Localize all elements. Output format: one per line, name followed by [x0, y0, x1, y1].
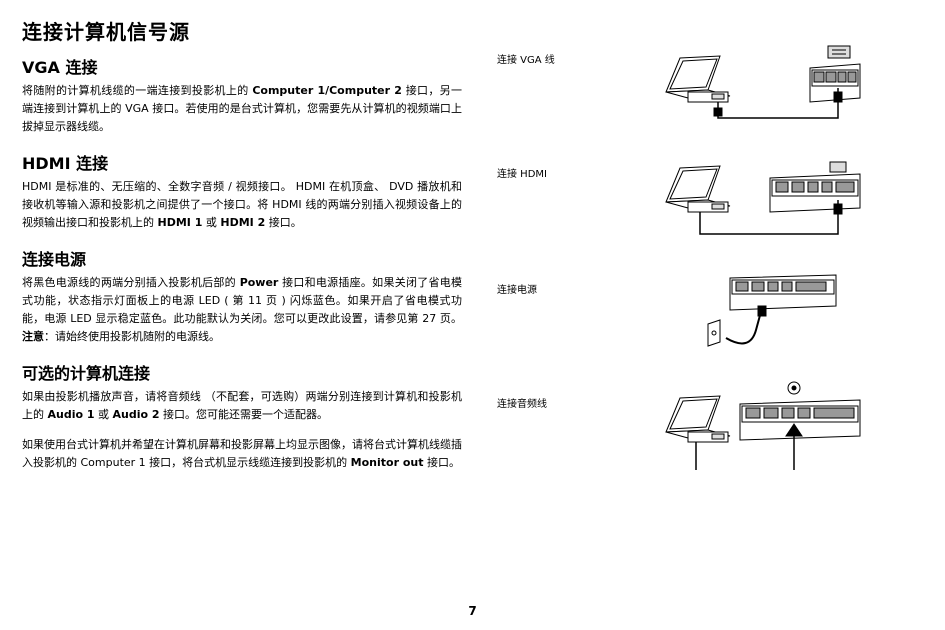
vga-connector-icon: [827, 45, 851, 59]
section-hdmi: HDMI 连接 HDMI 是标准的、无压缩的、全数字音频 / 视频接口。 HDM…: [22, 154, 462, 232]
text-run: ：请始终使用投影机随附的电源线。: [44, 330, 220, 343]
paragraph-hdmi: HDMI 是标准的、无压缩的、全数字音频 / 视频接口。 HDMI 在机顶盒、 …: [22, 178, 462, 232]
laptop-icon: [665, 55, 731, 103]
section-title-power: 连接电源: [22, 250, 87, 269]
text-run: 接口。: [265, 216, 302, 229]
section-title-optional: 可选的计算机连接: [22, 364, 151, 383]
text-run: 将黑色电源线的两端分别插入投影机后部的: [22, 276, 240, 289]
power-connection-illustration: [707, 274, 837, 347]
figure-label-audio: 连接音频线: [497, 399, 547, 410]
text-run: 如果由投影机播放声音，请将音频线 （不配套，可选购）两端分别连接到计算机和投影机…: [22, 390, 462, 421]
page-title: 连接计算机信号源: [22, 20, 190, 44]
section-title-vga: VGA 连接: [22, 58, 98, 77]
section-vga: VGA 连接 将随附的计算机线缆的一端连接到投影机上的 Computer 1/C…: [22, 58, 462, 136]
bold-term: HDMI 1: [157, 216, 203, 229]
page-number: 7: [468, 604, 477, 618]
bold-term: Audio 1: [47, 408, 95, 421]
section-title-hdmi: HDMI 连接: [22, 154, 109, 173]
text-run: 或: [202, 216, 221, 229]
main-text-column: VGA 连接 将随附的计算机线缆的一端连接到投影机上的 Computer 1/C…: [22, 58, 462, 490]
projector-icon: [729, 274, 837, 311]
bold-term: Computer 1/Computer 2: [252, 84, 402, 97]
vga-connection-illustration: [665, 45, 861, 119]
paragraph-power: 将黑色电源线的两端分别插入投影机后部的 Power 接口和电源插座。如果关闭了省…: [22, 274, 462, 346]
paragraph-monitor-out: 如果使用台式计算机并希望在计算机屏幕和投影屏幕上均显示图像，请将台式计算机线缆插…: [22, 436, 462, 472]
projector-icon: [739, 399, 861, 441]
laptop-icon: [665, 395, 731, 443]
bold-term: Audio 2: [112, 408, 160, 421]
figure-label-power: 连接电源: [497, 285, 537, 296]
projector-icon: [769, 173, 861, 213]
text-run: 接口。您可能还需要一个适配器。: [159, 408, 329, 421]
text-run: HDMI 是标准的、无压缩的、全数字音频 / 视频接口。 HDMI 在机顶盒、 …: [22, 180, 462, 229]
hdmi-connector-icon: [829, 161, 847, 173]
note-label: 注意: [22, 330, 44, 343]
figure-label-hdmi: 连接 HDMI: [497, 169, 547, 180]
text-run: 或: [94, 408, 113, 421]
text-run: 接口，另一端连接到计算机上的 VGA 接口。若使用的是台式计算机，您需要先从计算…: [22, 84, 463, 133]
bold-term: Monitor out: [350, 456, 424, 469]
section-optional: 可选的计算机连接 如果由投影机播放声音，请将音频线 （不配套，可选购）两端分别连…: [22, 364, 462, 472]
hdmi-connection-illustration: [665, 161, 861, 235]
projector-icon: [809, 63, 861, 103]
paragraph-vga: 将随附的计算机线缆的一端连接到投影机上的 Computer 1/Computer…: [22, 82, 462, 136]
text-run: 接口。: [423, 456, 460, 469]
figure-label-vga: 连接 VGA 线: [497, 55, 555, 66]
text-run: 接口和电源插座。如果关闭了省电模式功能，状态指示灯面板上的电源 LED ( 第 …: [22, 276, 463, 325]
power-outlet-icon: [707, 319, 721, 347]
bold-term: HDMI 2: [220, 216, 266, 229]
audio-connection-illustration: [665, 381, 861, 470]
bold-term: Power: [239, 276, 279, 289]
paragraph-audio: 如果由投影机播放声音，请将音频线 （不配套，可选购）两端分别连接到计算机和投影机…: [22, 388, 462, 424]
section-power: 连接电源 将黑色电源线的两端分别插入投影机后部的 Power 接口和电源插座。如…: [22, 250, 462, 346]
laptop-icon: [665, 165, 731, 213]
audio-jack-icon: [787, 381, 801, 395]
text-run: 如果使用台式计算机并希望在计算机屏幕和投影屏幕上均显示图像，请将台式计算机线缆插…: [22, 438, 462, 469]
text-run: 将随附的计算机线缆的一端连接到投影机上的: [22, 84, 253, 97]
